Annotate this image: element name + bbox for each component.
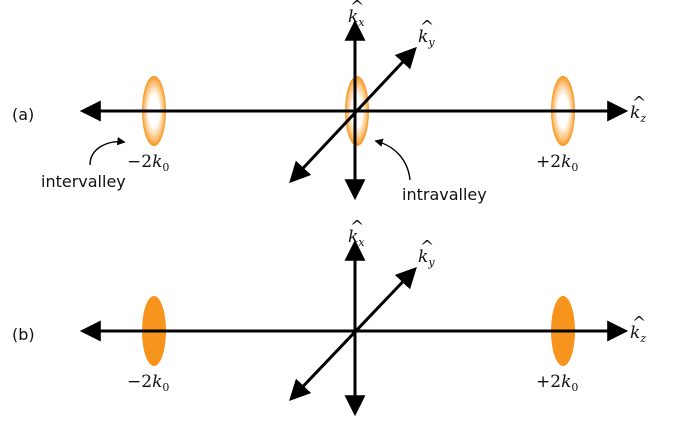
panel-b-kx-label: kx — [348, 227, 365, 249]
panel-a-label: (a) — [12, 105, 34, 124]
panel-b-label: (b) — [12, 325, 35, 344]
panel-a-ky-label: ky — [418, 27, 435, 49]
panel-a-left-point-label: −2k0 — [127, 152, 169, 174]
panel-b-ky-hat: ^ — [420, 237, 434, 257]
panel-a: (a) kx ^ ky ^ kz ^ −2k0 +2k0 intervalley… — [12, 0, 646, 204]
panel-b-left-point-label: −2k0 — [127, 372, 169, 394]
panel-b-kz-hat: ^ — [632, 313, 646, 333]
intravalley-pointer — [374, 138, 411, 181]
panel-b-right-point-label: +2k0 — [536, 372, 578, 394]
panel-a-kz-label: kz — [630, 103, 646, 125]
panel-a-kz-hat: ^ — [632, 93, 646, 113]
intervalley-label: intervalley — [41, 172, 126, 191]
intervalley-pointer — [89, 137, 126, 166]
panel-b-kz-label: kz — [630, 323, 646, 345]
panel-a-kx-label: kx — [348, 7, 365, 29]
panel-a-ky-hat: ^ — [420, 17, 434, 37]
panel-a-right-point-label: +2k0 — [536, 152, 578, 174]
panel-b-ky-label: ky — [418, 247, 435, 269]
panel-a-ky-axis — [289, 46, 417, 184]
panel-b-ky-axis — [289, 266, 417, 402]
intravalley-label: intravalley — [402, 185, 487, 204]
panel-a-kx-hat: ^ — [350, 0, 364, 17]
panel-b-kx-hat: ^ — [350, 217, 364, 237]
panel-b: (b) kx ^ ky ^ kz ^ −2k0 +2k0 — [12, 217, 646, 417]
